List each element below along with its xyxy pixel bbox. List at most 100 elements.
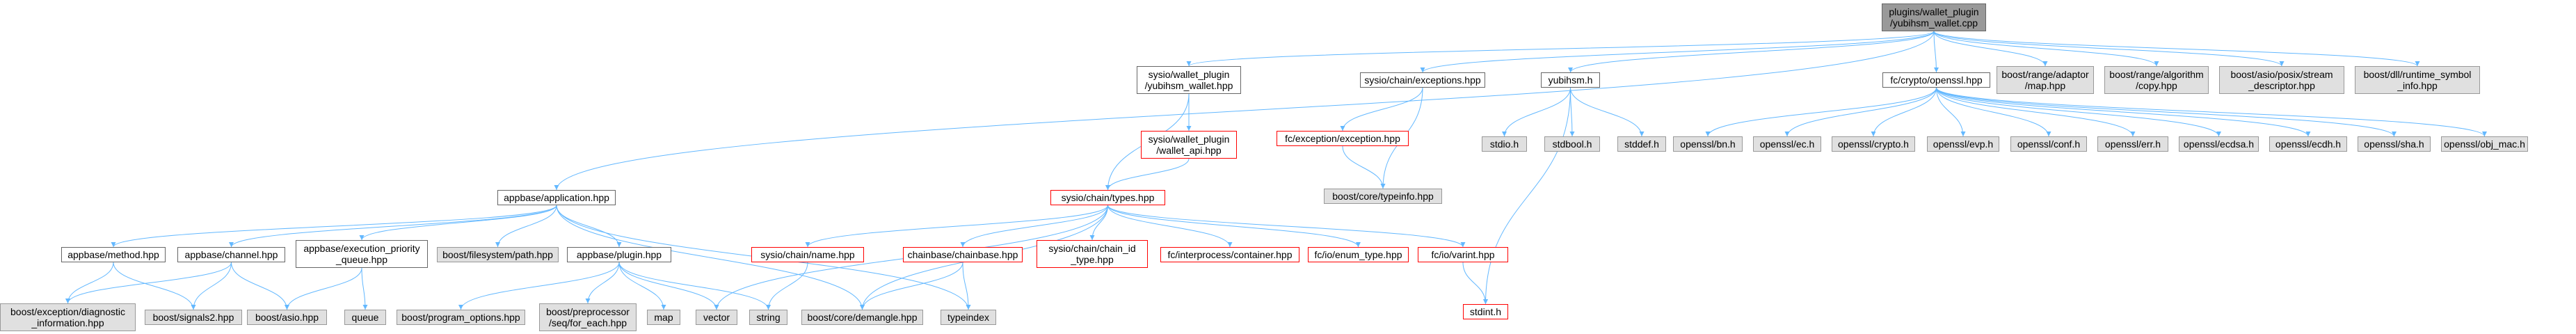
graph-node-label: openssl/ec.h <box>1759 138 1815 150</box>
edge-fc-openssl-to-openssl-crypto <box>1871 87 1937 137</box>
graph-node-map[interactable]: map <box>647 310 680 325</box>
edge-chainbase-to-core-demangle <box>860 262 963 310</box>
graph-node-label: string <box>756 312 781 323</box>
edge-appbase-exec-queue-to-queue <box>361 267 368 310</box>
graph-node-fc-container[interactable]: fc/interprocess/container.hpp <box>1160 247 1299 262</box>
graph-node-label: fc/interprocess/container.hpp <box>1167 249 1293 260</box>
graph-node-label: appbase/channel.hpp <box>184 249 278 260</box>
edge-yubihsm-h-to-stdint-h <box>1483 87 1571 305</box>
graph-node-label: map <box>654 312 673 323</box>
graph-node-core-demangle[interactable]: boost/core/demangle.hpp <box>801 310 923 325</box>
edge-fc-openssl-to-openssl-conf <box>1936 87 2051 137</box>
graph-node-appbase-exec-queue[interactable]: appbase/execution_priority_queue.hpp <box>296 240 428 268</box>
edge-appbase-application-to-appbase-method <box>111 205 557 248</box>
graph-node-queue[interactable]: queue <box>344 310 386 325</box>
edge-chain-types-to-chain-name <box>805 205 1108 248</box>
edge-fc-openssl-to-openssl-evp <box>1936 87 1966 137</box>
graph-node-boost-asio[interactable]: boost/asio.hpp <box>247 310 327 325</box>
graph-node-filesystem-path[interactable]: boost/filesystem/path.hpp <box>437 247 559 262</box>
graph-node-typeindex[interactable]: typeindex <box>941 310 996 325</box>
graph-node-openssl-ecdh[interactable]: openssl/ecdh.h <box>2269 136 2347 152</box>
graph-node-chain-types[interactable]: sysio/chain/types.hpp <box>1050 190 1165 205</box>
edge-yubihsm-wallet-cpp-to-asio-stream-descriptor <box>1933 31 2285 67</box>
graph-node-stddef-h[interactable]: stddef.h <box>1617 136 1666 152</box>
edge-yubihsm-h-to-stdio-h <box>1502 87 1571 137</box>
graph-node-label: openssl/sha.h <box>2364 138 2424 150</box>
graph-node-stdbool-h[interactable]: stdbool.h <box>1544 136 1600 152</box>
edge-fc-openssl-to-openssl-ec <box>1784 87 1937 137</box>
graph-node-asio-stream-descriptor[interactable]: boost/asio/posix/stream_descriptor.hpp <box>2219 66 2344 94</box>
edge-appbase-channel-to-signals2 <box>191 262 232 310</box>
graph-node-label: boost/range/adaptor/map.hpp <box>2001 69 2089 91</box>
graph-node-label: boost/program_options.hpp <box>401 312 520 323</box>
graph-node-label: boost/asio.hpp <box>255 312 319 323</box>
graph-node-range-algorithm-copy[interactable]: boost/range/algorithm/copy.hpp <box>2104 66 2209 94</box>
graph-node-label: boost/asio/posix/stream_descriptor.hpp <box>2230 69 2333 91</box>
edge-chain-name-to-string <box>766 262 808 310</box>
graph-node-vector[interactable]: vector <box>696 310 737 325</box>
graph-node-signals2[interactable]: boost/signals2.hpp <box>145 310 242 325</box>
graph-node-openssl-sha[interactable]: openssl/sha.h <box>2358 136 2431 152</box>
graph-node-program-options[interactable]: boost/program_options.hpp <box>397 310 525 325</box>
graph-node-openssl-err[interactable]: openssl/err.h <box>2097 136 2168 152</box>
graph-node-label: boost/exception/diagnostic_information.h… <box>10 306 125 328</box>
edge-appbase-plugin-to-vector <box>618 262 719 310</box>
graph-node-fc-enum-type[interactable]: fc/io/enum_type.hpp <box>1308 247 1409 262</box>
edge-appbase-application-to-appbase-exec-queue <box>359 205 557 241</box>
graph-node-label: sysio/chain/types.hpp <box>1061 192 1155 203</box>
graph-node-stdio-h[interactable]: stdio.h <box>1482 136 1527 152</box>
graph-node-openssl-ecdsa[interactable]: openssl/ecdsa.h <box>2179 136 2259 152</box>
edge-appbase-method-to-signals2 <box>113 262 196 310</box>
graph-node-chainbase[interactable]: chainbase/chainbase.hpp <box>903 247 1023 262</box>
graph-node-label: openssl/err.h <box>2104 138 2161 150</box>
edge-fc-exception-to-core-typeinfo <box>1342 145 1386 189</box>
graph-node-seq-for-each[interactable]: boost/preprocessor/seq/for_each.hpp <box>539 303 637 331</box>
graph-node-label: stdint.h <box>1469 306 1502 317</box>
graph-node-label: openssl/ecdsa.h <box>2183 138 2255 150</box>
graph-node-label: openssl/evp.h <box>1933 138 1994 150</box>
graph-node-appbase-application[interactable]: appbase/application.hpp <box>497 190 616 205</box>
graph-node-appbase-plugin[interactable]: appbase/plugin.hpp <box>567 247 671 262</box>
graph-node-appbase-method[interactable]: appbase/method.hpp <box>61 247 166 262</box>
graph-node-chain-name[interactable]: sysio/chain/name.hpp <box>751 247 864 262</box>
graph-node-openssl-conf[interactable]: openssl/conf.h <box>2010 136 2087 152</box>
edge-chain-types-to-chainbase <box>960 205 1108 248</box>
graph-node-chain-id-type[interactable]: sysio/chain/chain_id_type.hpp <box>1037 240 1148 268</box>
edge-yubihsm-h-to-stdbool-h <box>1569 87 1575 137</box>
graph-node-openssl-obj-mac[interactable]: openssl/obj_mac.h <box>2441 136 2528 152</box>
graph-node-openssl-ec[interactable]: openssl/ec.h <box>1753 136 1821 152</box>
edge-yubihsm-wallet-cpp-to-fc-openssl <box>1933 31 1939 73</box>
graph-node-yubihsm-wallet-cpp[interactable]: plugins/wallet_plugin/yubihsm_wallet.cpp <box>1882 3 1986 31</box>
graph-node-core-typeinfo[interactable]: boost/core/typeinfo.hpp <box>1324 189 1442 204</box>
graph-node-wallet-api[interactable]: sysio/wallet_plugin/wallet_api.hpp <box>1141 131 1237 159</box>
edge-chain-types-to-fc-container <box>1107 205 1233 248</box>
edge-wallet-api-to-chain-types <box>1105 158 1190 191</box>
graph-node-range-adaptor-map[interactable]: boost/range/adaptor/map.hpp <box>1997 66 2094 94</box>
graph-node-label: sysio/chain/name.hpp <box>760 249 855 260</box>
graph-node-label: queue <box>351 312 379 323</box>
graph-node-string[interactable]: string <box>749 310 787 325</box>
graph-node-label: boost/preprocessor/seq/for_each.hpp <box>546 306 630 328</box>
graph-node-fc-varint[interactable]: fc/io/varint.hpp <box>1418 247 1508 262</box>
graph-node-label: boost/core/typeinfo.hpp <box>1332 191 1434 202</box>
edge-fc-openssl-to-openssl-err <box>1936 87 2136 137</box>
edge-fc-openssl-to-openssl-obj-mac <box>1936 87 2487 137</box>
edge-appbase-plugin-to-program-options <box>458 262 620 310</box>
graph-node-stdint-h[interactable]: stdint.h <box>1463 304 1508 319</box>
graph-node-label: appbase/plugin.hpp <box>576 249 662 260</box>
graph-node-openssl-evp[interactable]: openssl/evp.h <box>1927 136 1999 152</box>
edge-chain-types-to-fc-enum-type <box>1107 205 1361 248</box>
graph-node-diag-info[interactable]: boost/exception/diagnostic_information.h… <box>0 303 136 331</box>
graph-node-openssl-bn[interactable]: openssl/bn.h <box>1673 136 1743 152</box>
graph-node-fc-openssl[interactable]: fc/crypto/openssl.hpp <box>1882 72 1990 88</box>
graph-node-chain-exceptions[interactable]: sysio/chain/exceptions.hpp <box>1360 72 1485 88</box>
edge-fc-openssl-to-openssl-bn <box>1705 87 1937 137</box>
graph-node-yubihsm-wallet-hpp[interactable]: sysio/wallet_plugin/yubihsm_wallet.hpp <box>1137 66 1241 94</box>
graph-node-label: sysio/chain/chain_id_type.hpp <box>1048 243 1136 265</box>
graph-node-yubihsm-h[interactable]: yubihsm.h <box>1541 72 1600 88</box>
graph-node-fc-exception[interactable]: fc/exception/exception.hpp <box>1277 131 1409 146</box>
graph-node-openssl-crypto[interactable]: openssl/crypto.h <box>1832 136 1915 152</box>
graph-node-appbase-channel[interactable]: appbase/channel.hpp <box>177 247 285 262</box>
graph-node-dll-runtime-symbol[interactable]: boost/dll/runtime_symbol_info.hpp <box>2355 66 2480 94</box>
